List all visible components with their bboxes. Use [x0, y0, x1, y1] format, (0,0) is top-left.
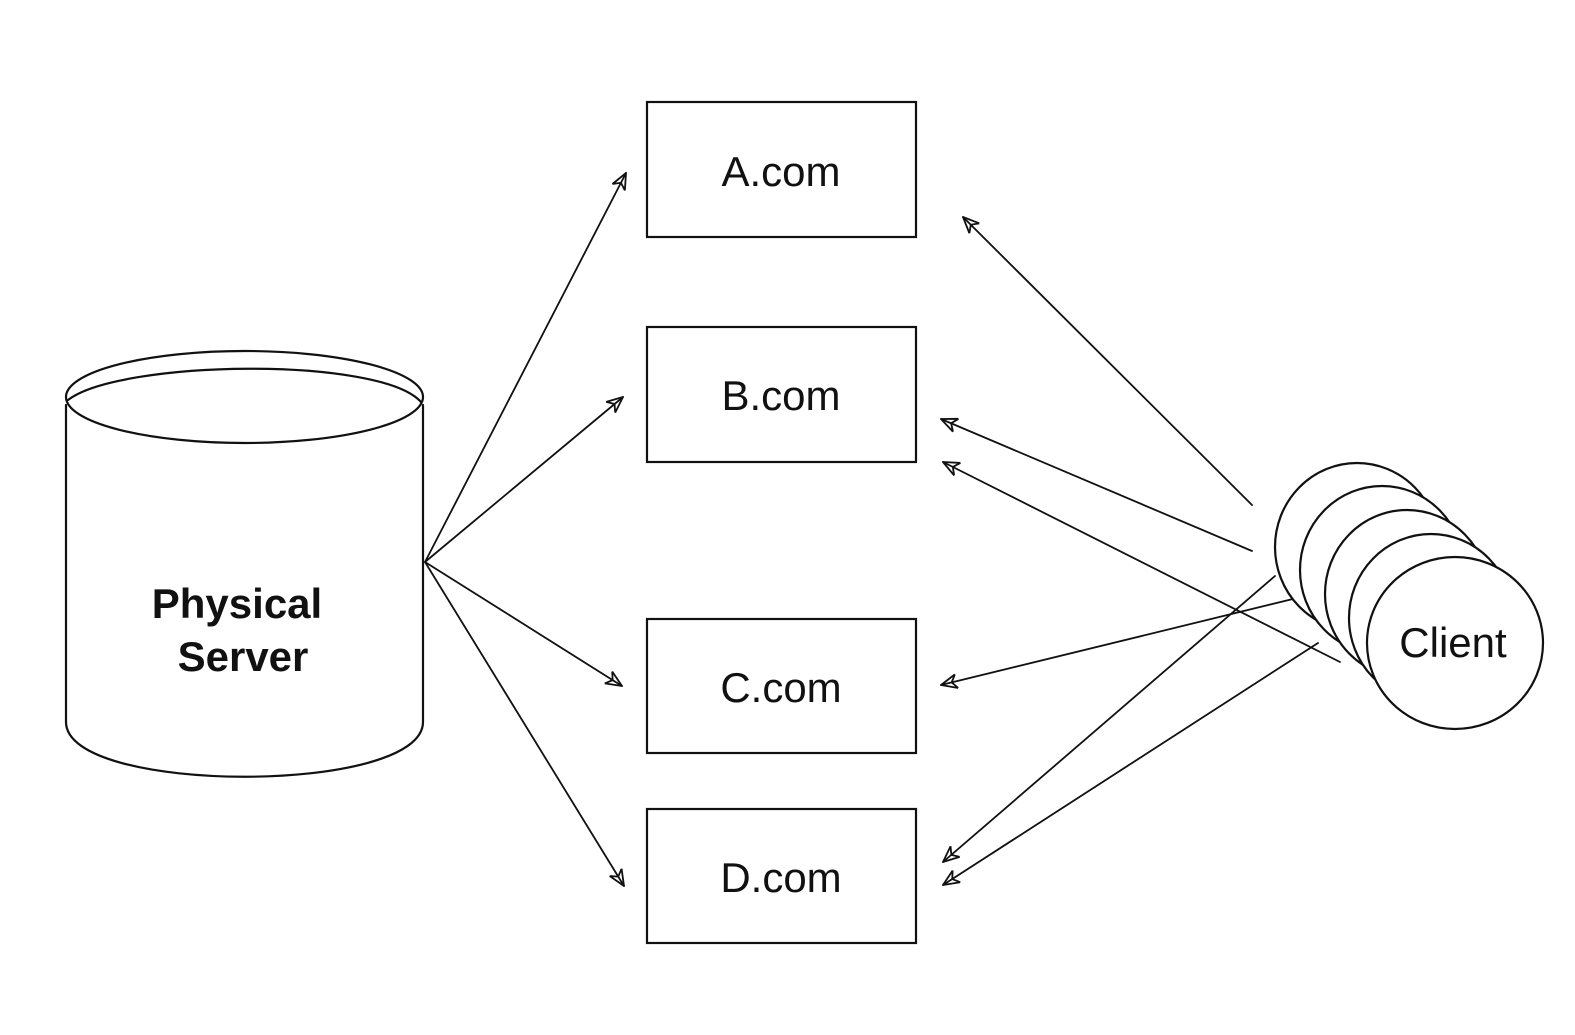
arrow-server-to-c [424, 561, 623, 687]
physical-server-node: Physical Server [64, 349, 425, 778]
arrow-client-to-c [940, 597, 1298, 689]
server-links [424, 172, 627, 887]
server-label-line1: Physical [152, 580, 322, 627]
site-box-d-frame [645, 807, 918, 945]
site-label-b: B.com [721, 372, 840, 419]
site-box-b-frame [645, 325, 918, 464]
client-label: Client [1399, 619, 1507, 666]
arrow-server-to-d [424, 561, 625, 887]
arrow-client-to-a [962, 216, 1253, 506]
arrow-server-to-a [424, 172, 627, 563]
site-box-a-frame [645, 100, 918, 239]
site-label-c: C.com [720, 664, 841, 711]
server-label-line2: Server [178, 633, 309, 680]
arrow-client-to-d-2 [942, 642, 1319, 886]
server-cylinder-top-sketch [66, 367, 423, 404]
site-box-c: C.com [645, 617, 918, 755]
client-node: Client [1273, 461, 1545, 731]
arrow-client-to-b-1 [940, 417, 1253, 552]
arrow-client-to-d-1 [942, 575, 1276, 863]
server-cylinder-body [64, 403, 425, 778]
site-label-d: D.com [720, 854, 841, 901]
site-box-b: B.com [645, 325, 918, 464]
client-links [940, 216, 1341, 886]
site-label-a: A.com [721, 148, 840, 195]
client-circle-front [1365, 555, 1545, 731]
arrow-server-to-b [424, 396, 624, 563]
site-box-c-frame [645, 617, 918, 755]
server-cylinder-top [64, 349, 425, 445]
site-box-d: D.com [645, 807, 918, 945]
arrow-client-to-b-2 [942, 461, 1341, 663]
site-box-a: A.com [645, 100, 918, 239]
